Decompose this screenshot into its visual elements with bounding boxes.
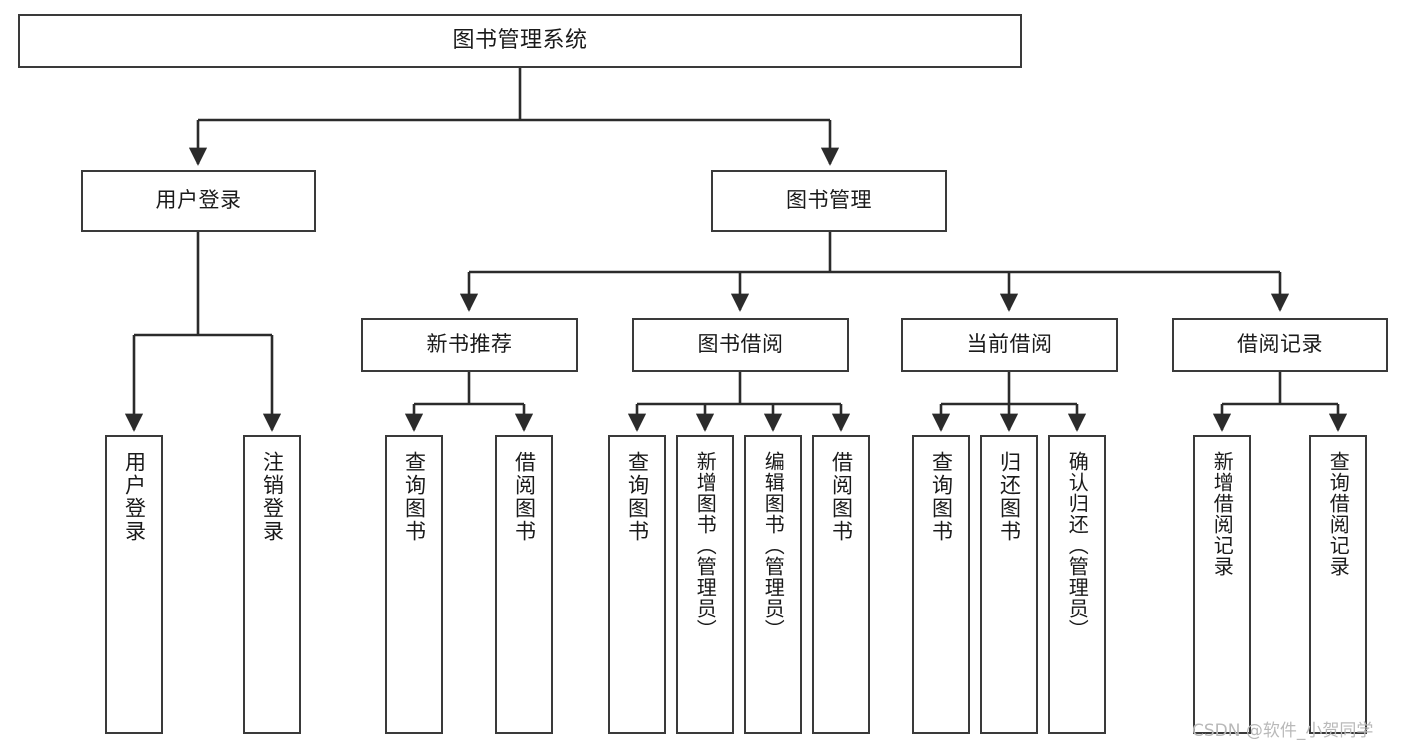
node-leaf-borrow-book-1-label: 借阅图书 xyxy=(512,451,537,543)
node-leaf-return-book-label: 归还图书 xyxy=(997,451,1022,543)
node-borrow-record[interactable]: 借阅记录 xyxy=(1172,318,1388,372)
node-leaf-edit-book[interactable]: 编辑图书（管理员） xyxy=(744,435,802,734)
node-new-book-recommend[interactable]: 新书推荐 xyxy=(361,318,578,372)
node-book-manage[interactable]: 图书管理 xyxy=(711,170,947,232)
node-leaf-add-book[interactable]: 新增图书（管理员） xyxy=(676,435,734,734)
node-leaf-query-record[interactable]: 查询借阅记录 xyxy=(1309,435,1367,734)
node-leaf-logout-login-label: 注销登录 xyxy=(260,451,285,543)
node-leaf-borrow-book-2-label: 借阅图书 xyxy=(829,451,854,543)
node-leaf-confirm-return-label: 确认归还（管理员） xyxy=(1065,451,1090,640)
node-book-borrow-label: 图书借阅 xyxy=(697,332,784,357)
node-leaf-borrow-book-1[interactable]: 借阅图书 xyxy=(495,435,553,734)
node-leaf-query-book-3[interactable]: 查询图书 xyxy=(912,435,970,734)
node-book-manage-label: 图书管理 xyxy=(786,188,872,213)
node-leaf-user-login[interactable]: 用户登录 xyxy=(105,435,163,734)
csdn-watermark: CSDN @软件_小贺同学 xyxy=(1192,721,1374,741)
node-leaf-query-book-1[interactable]: 查询图书 xyxy=(385,435,443,734)
node-current-borrow[interactable]: 当前借阅 xyxy=(901,318,1118,372)
node-leaf-confirm-return[interactable]: 确认归还（管理员） xyxy=(1048,435,1106,734)
node-leaf-query-record-label: 查询借阅记录 xyxy=(1326,451,1351,577)
node-root-label: 图书管理系统 xyxy=(452,27,588,53)
node-leaf-logout-login[interactable]: 注销登录 xyxy=(243,435,301,734)
node-leaf-return-book[interactable]: 归还图书 xyxy=(980,435,1038,734)
node-leaf-edit-book-label: 编辑图书（管理员） xyxy=(761,451,786,640)
node-leaf-query-book-3-label: 查询图书 xyxy=(929,451,954,543)
node-leaf-user-login-label: 用户登录 xyxy=(122,451,147,543)
node-user-login[interactable]: 用户登录 xyxy=(81,170,316,232)
node-book-borrow[interactable]: 图书借阅 xyxy=(632,318,849,372)
node-leaf-query-book-2-label: 查询图书 xyxy=(625,451,650,543)
node-leaf-add-record-label: 新增借阅记录 xyxy=(1210,451,1235,577)
node-user-login-label: 用户登录 xyxy=(155,188,242,213)
node-root[interactable]: 图书管理系统 xyxy=(18,14,1022,68)
node-leaf-query-book-2[interactable]: 查询图书 xyxy=(608,435,666,734)
node-leaf-add-record[interactable]: 新增借阅记录 xyxy=(1193,435,1251,734)
node-leaf-add-book-label: 新增图书（管理员） xyxy=(693,451,718,640)
node-borrow-record-label: 借阅记录 xyxy=(1237,332,1323,357)
node-current-borrow-label: 当前借阅 xyxy=(966,332,1053,357)
node-leaf-query-book-1-label: 查询图书 xyxy=(402,451,427,543)
node-new-book-recommend-label: 新书推荐 xyxy=(426,332,513,357)
node-leaf-borrow-book-2[interactable]: 借阅图书 xyxy=(812,435,870,734)
